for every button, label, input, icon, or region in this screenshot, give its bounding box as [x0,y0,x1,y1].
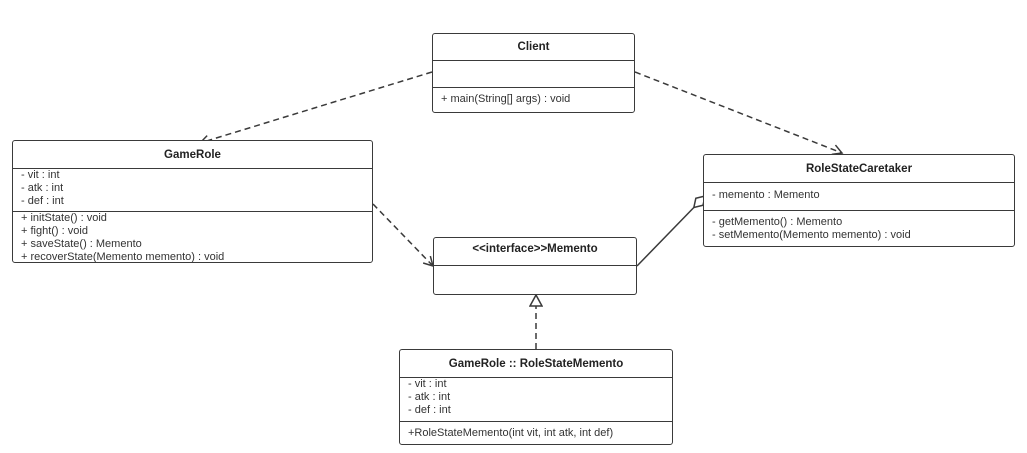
caretaker-attributes: - memento : Memento [704,183,1014,210]
rolestatememento-attributes: - vit : int - atk : int - def : int [400,378,672,421]
class-name-gamerole: GameRole [13,141,372,169]
gamerole-attribute: - atk : int [21,182,64,194]
caretaker-operation: - getMemento() : Memento [712,216,843,228]
gamerole-attributes: - vit : int - atk : int - def : int [13,169,372,211]
class-gamerole[interactable]: GameRole - vit : int - atk : int - def :… [12,140,373,263]
rolestatememento-attribute: - atk : int [408,391,451,403]
client-operations: + main(String[] args) : void [433,87,634,112]
dependency-client-gamerole [198,71,433,146]
gamerole-attribute: - def : int [21,195,64,207]
client-attributes [433,61,634,87]
interface-name-memento: <<interface>>Memento [434,238,636,266]
gamerole-operation: + recoverState(Memento memento) : void [21,251,225,263]
rolestatememento-operations: +RoleStateMemento(int vit, int atk, int … [400,421,672,444]
rolestatememento-attribute: - def : int [408,404,451,416]
class-name-caretaker: RoleStateCaretaker [704,155,1014,183]
interface-memento[interactable]: <<interface>>Memento [433,237,637,295]
rolestatememento-attribute: - vit : int [408,378,447,390]
gamerole-operation: + saveState() : Memento [21,238,142,250]
dependency-gamerole-memento [372,203,435,268]
rolestatememento-operation: +RoleStateMemento(int vit, int atk, int … [408,427,614,439]
class-rolestatecaretaker[interactable]: RoleStateCaretaker - memento : Memento -… [703,154,1015,247]
gamerole-operation: + fight() : void [21,225,88,237]
memento-body [434,266,636,294]
class-client[interactable]: Client + main(String[] args) : void [432,33,635,113]
dependency-client-caretaker [634,71,844,156]
aggregation-caretaker-memento [636,196,705,267]
class-name-rolestatememento: GameRole :: RoleStateMemento [400,350,672,378]
gamerole-operation: + initState() : void [21,212,107,224]
class-rolestatememento[interactable]: GameRole :: RoleStateMemento - vit : int… [399,349,673,445]
gamerole-attribute: - vit : int [21,169,60,181]
caretaker-operations: - getMemento() : Memento - setMemento(Me… [704,210,1014,246]
gamerole-operations: + initState() : void + fight() : void + … [13,211,372,263]
caretaker-operation: - setMemento(Memento memento) : void [712,229,911,241]
class-name-client: Client [433,34,634,61]
caretaker-attribute: - memento : Memento [712,189,820,201]
client-operation: + main(String[] args) : void [441,93,571,105]
